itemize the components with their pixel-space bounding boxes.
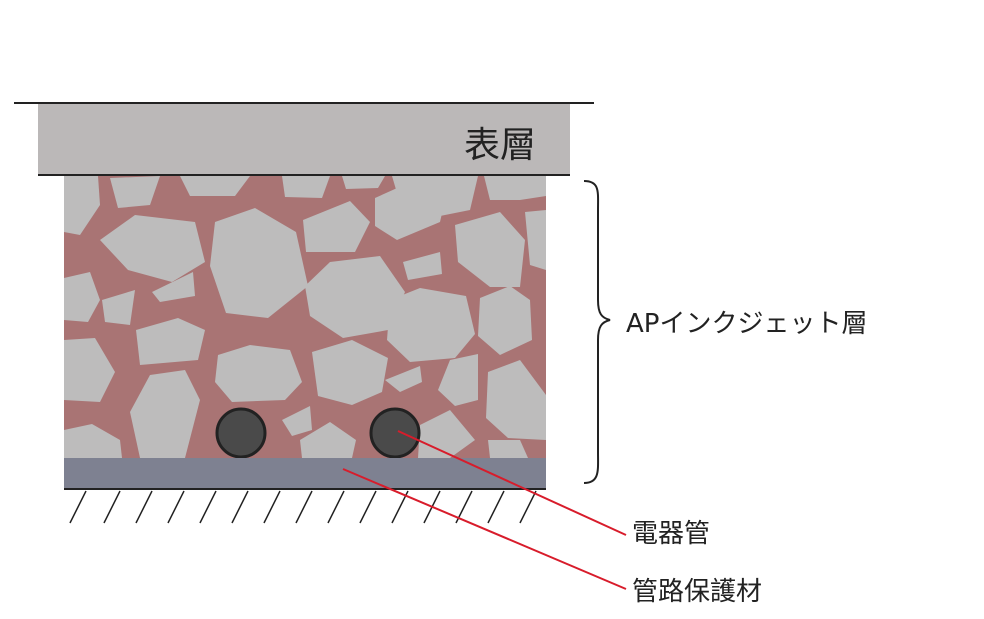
- conduit-leader-line: [397, 430, 627, 536]
- pipe-protector-label: 管路保護材: [632, 577, 762, 607]
- stone: [403, 252, 442, 280]
- stones: [64, 176, 546, 458]
- stone: [303, 201, 370, 252]
- surface-layer-label: 表層: [464, 125, 536, 166]
- stone: [300, 422, 356, 458]
- ground-hatching: [69, 490, 537, 524]
- ap-layer-label: APインクジェット層: [626, 309, 867, 339]
- stone: [215, 345, 302, 402]
- conduit-label: 電器管: [632, 519, 710, 549]
- stone: [100, 215, 205, 282]
- stone: [525, 210, 546, 270]
- surface-layer: [38, 104, 570, 174]
- stone: [387, 288, 475, 362]
- stone: [130, 370, 200, 458]
- stone: [110, 176, 160, 208]
- stone: [210, 208, 308, 318]
- stone: [375, 180, 446, 240]
- ap-layer-brace: [583, 180, 611, 484]
- stone: [282, 406, 312, 436]
- protector-leader-line: [342, 468, 627, 590]
- stone: [478, 286, 532, 355]
- stone: [312, 340, 388, 405]
- conduit-left: [215, 407, 267, 459]
- pipe-protector-layer: [64, 458, 546, 488]
- stone: [102, 290, 135, 325]
- stone: [305, 256, 405, 338]
- stone: [385, 366, 422, 392]
- stone: [136, 318, 205, 365]
- stone: [486, 360, 546, 440]
- stone: [64, 272, 100, 322]
- ap-inkjet-layer: [64, 176, 546, 459]
- stone: [455, 212, 525, 287]
- conduit-right: [369, 407, 421, 459]
- stone: [64, 176, 100, 235]
- stone: [64, 424, 122, 458]
- stone: [438, 354, 478, 406]
- stone: [488, 440, 528, 458]
- stone: [152, 272, 195, 302]
- stone: [64, 338, 115, 402]
- stone: [180, 176, 250, 196]
- stone: [484, 176, 546, 200]
- stone: [342, 176, 385, 189]
- stone: [282, 176, 330, 198]
